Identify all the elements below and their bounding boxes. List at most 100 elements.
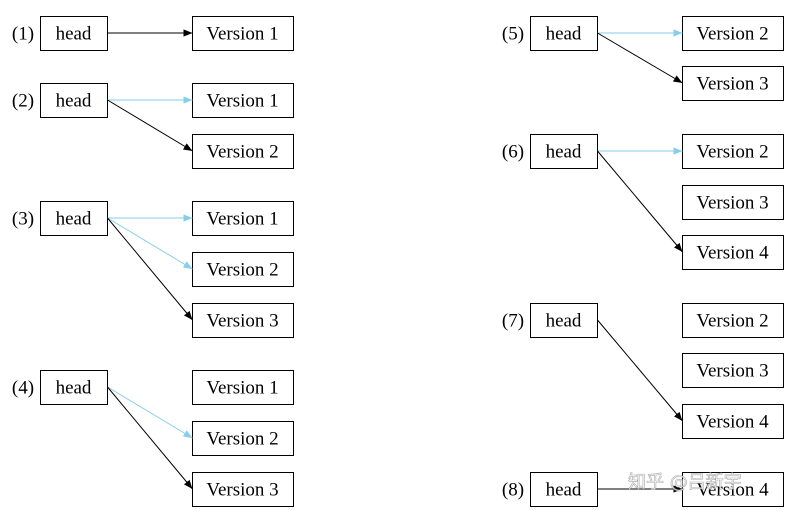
watermark: 知乎 @吕新宇	[628, 472, 742, 493]
head-node-frame	[530, 303, 598, 338]
version-node-frame	[682, 353, 784, 388]
version-node-frame	[682, 472, 784, 507]
version-node-label: Version 4	[696, 480, 769, 501]
version-node: Version 4	[682, 404, 784, 439]
head-node-frame	[530, 16, 598, 51]
version-node-frame	[192, 303, 294, 338]
head-pointer-arrow	[597, 32, 683, 84]
head-pointer-arrow	[597, 319, 683, 422]
head-node-frame	[40, 16, 108, 51]
version-node-label: Version 3	[206, 480, 278, 501]
version-node-label: Version 2	[206, 142, 278, 163]
panel-6: (6) head Version 2 Version 3 Version 4	[502, 134, 784, 270]
step-tag: (6)	[502, 142, 524, 163]
version-node-frame	[192, 370, 294, 405]
step-tag: (3)	[12, 209, 34, 230]
version-node-frame	[682, 303, 784, 338]
version-node-frame	[682, 16, 784, 51]
head-node: head	[40, 83, 108, 118]
head-node-label: head	[546, 142, 582, 163]
version-node-label: Version 3	[696, 193, 768, 214]
version-node: Version 1	[192, 16, 294, 51]
head-node-label: head	[546, 24, 582, 45]
version-node: Version 1	[192, 370, 294, 405]
step-tag: (1)	[12, 24, 34, 45]
version-node-frame	[192, 472, 294, 507]
version-node: Version 3	[192, 303, 294, 338]
version-node-frame	[682, 185, 784, 220]
head-node-label: head	[546, 480, 582, 501]
head-node: head	[40, 370, 108, 405]
version-node: Version 1	[192, 201, 294, 236]
version-node: Version 3	[192, 472, 294, 507]
version-node-label: Version 1	[206, 24, 278, 45]
panel-4: (4) head Version 1 Version 2 Version 3	[12, 370, 294, 507]
version-node-frame	[192, 83, 294, 118]
head-node-label: head	[56, 209, 92, 230]
version-node-frame	[192, 134, 294, 169]
head-node-label: head	[546, 311, 582, 332]
version-node: Version 3	[682, 66, 784, 101]
step-tag: (2)	[12, 91, 34, 112]
version-node-label: Version 1	[206, 91, 278, 112]
version-node: Version 2	[192, 134, 294, 169]
step-tag: (4)	[12, 378, 34, 399]
head-node-frame	[40, 83, 108, 118]
previous-pointer-arrow	[107, 386, 193, 439]
panel-8: (8) head Version 4	[502, 472, 784, 507]
version-node: Version 2	[192, 252, 294, 287]
version-node: Version 4	[682, 472, 784, 507]
head-pointer-arrow	[107, 217, 193, 321]
version-node-frame	[192, 252, 294, 287]
version-node-frame	[682, 235, 784, 270]
head-node: head	[40, 201, 108, 236]
version-node: Version 2	[192, 421, 294, 456]
step-tag: (5)	[502, 24, 524, 45]
version-node-label: Version 1	[206, 209, 278, 230]
panel-5: (5) head Version 2 Version 3	[502, 16, 784, 101]
head-node-frame	[530, 472, 598, 507]
version-node-label: Version 3	[696, 361, 768, 382]
head-node-frame	[40, 201, 108, 236]
version-node-label: Version 1	[206, 378, 278, 399]
head-node-label: head	[56, 91, 92, 112]
previous-pointer-arrow	[107, 217, 193, 270]
head-pointer-arrow	[107, 386, 193, 490]
version-node-frame	[192, 16, 294, 51]
version-node-label: Version 4	[696, 412, 769, 433]
head-node-label: head	[56, 378, 92, 399]
version-node-frame	[682, 404, 784, 439]
version-node: Version 2	[682, 303, 784, 338]
version-node-label: Version 2	[696, 311, 768, 332]
head-node: head	[40, 16, 108, 51]
panel-3: (3) head Version 1 Version 2 Version 3	[12, 201, 294, 338]
version-node: Version 3	[682, 185, 784, 220]
version-node-label: Version 4	[696, 243, 769, 264]
head-node: head	[530, 303, 598, 338]
version-node-frame	[192, 421, 294, 456]
step-tag: (8)	[502, 480, 524, 501]
panel-1: (1) head Version 1	[12, 16, 294, 51]
version-node-label: Version 3	[696, 74, 768, 95]
version-node-label: Version 2	[696, 142, 768, 163]
version-node: Version 3	[682, 353, 784, 388]
version-node: Version 2	[682, 134, 784, 169]
version-node-frame	[192, 201, 294, 236]
head-pointer-arrow	[597, 150, 683, 253]
version-node-label: Version 3	[206, 311, 278, 332]
version-node-frame	[682, 66, 784, 101]
step-tag: (7)	[502, 311, 524, 332]
version-node: Version 2	[682, 16, 784, 51]
panel-7: (7) head Version 2 Version 3 Version 4	[502, 303, 784, 439]
head-node-label: head	[56, 24, 92, 45]
head-node-frame	[40, 370, 108, 405]
version-node: Version 1	[192, 83, 294, 118]
panel-2: (2) head Version 1 Version 2	[12, 83, 294, 169]
head-node: head	[530, 16, 598, 51]
version-node-label: Version 2	[206, 429, 278, 450]
version-node-label: Version 2	[206, 260, 278, 281]
head-node: head	[530, 134, 598, 169]
version-node-frame	[682, 134, 784, 169]
head-node: head	[530, 472, 598, 507]
